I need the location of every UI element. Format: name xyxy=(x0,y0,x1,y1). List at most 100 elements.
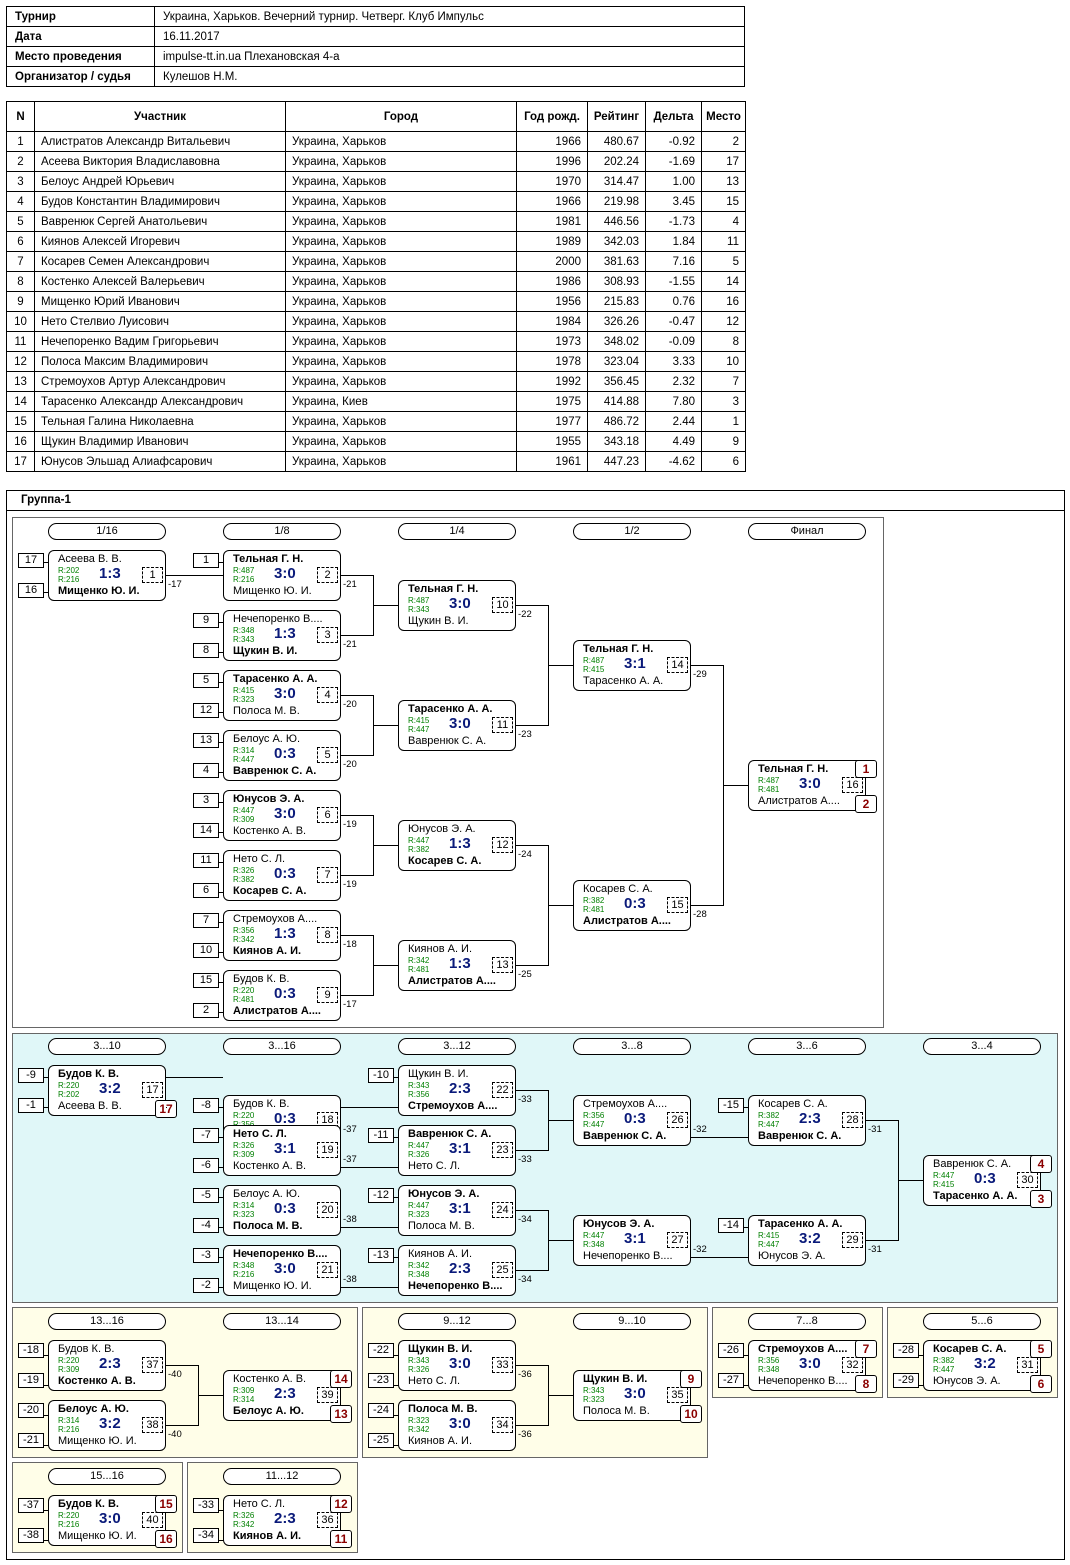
player-2-rating: R:202 xyxy=(58,1090,80,1099)
group-title: Группа-1 xyxy=(6,490,1065,511)
table-cell: Украина, Харьков xyxy=(285,231,517,252)
match-score: 1:3 xyxy=(274,925,296,942)
match-score: 3:1 xyxy=(274,1140,296,1157)
connector-line xyxy=(516,1425,549,1426)
connector-line xyxy=(919,1385,924,1386)
final-place: 15 xyxy=(155,1495,177,1513)
player-1-rating: R:202 xyxy=(58,566,80,575)
connector-line xyxy=(198,1395,223,1396)
table-cell: Тельная Галина Николаевна xyxy=(34,411,286,432)
match-score: 3:0 xyxy=(99,1510,121,1527)
final-place: 6 xyxy=(1030,1375,1052,1393)
connector-line xyxy=(166,1365,199,1366)
seed-number: -8 xyxy=(193,1098,219,1113)
info-label: Дата xyxy=(6,26,155,47)
player-2-name: Мищенко Ю. И. xyxy=(233,1280,312,1292)
loser-destination: -37 xyxy=(343,1154,357,1165)
player-1-name: Белоус А. Ю. xyxy=(233,1188,301,1200)
seed-number: 1 xyxy=(193,553,219,568)
round-label: 5...6 xyxy=(923,1313,1041,1330)
loser-destination: -34 xyxy=(518,1214,532,1225)
table-cell: 13 xyxy=(701,171,746,192)
match-number: 33 xyxy=(492,1357,513,1373)
loser-destination: -18 xyxy=(343,939,357,950)
match-number: 32 xyxy=(842,1357,863,1373)
match-score: 0:3 xyxy=(624,895,646,912)
table-cell: 446.56 xyxy=(587,211,646,232)
table-cell: Будов Константин Владимирович xyxy=(34,191,286,212)
table-cell: Украина, Харьков xyxy=(285,431,517,452)
match-number: 31 xyxy=(1017,1357,1038,1373)
connector-line xyxy=(516,1365,549,1366)
connector-line xyxy=(691,665,724,666)
table-cell: 342.03 xyxy=(587,231,646,252)
player-1-name: Косарев С. А. xyxy=(583,883,653,895)
final-place: 7 xyxy=(855,1340,877,1358)
loser-destination: -22 xyxy=(518,609,532,620)
table-cell: 1984 xyxy=(516,311,588,332)
connector-line xyxy=(219,1137,224,1138)
connector-line xyxy=(723,785,748,786)
connector-line xyxy=(219,772,224,773)
connector-line xyxy=(219,892,224,893)
seed-number: 15 xyxy=(193,973,219,988)
player-1-name: Киянов А. И. xyxy=(408,943,473,955)
round-label: 3...6 xyxy=(748,1038,866,1055)
player-2-name: Вавренюк С. А. xyxy=(408,735,487,747)
player-2-rating: R:216 xyxy=(58,575,80,584)
player-1-name: Косарев С. А. xyxy=(933,1343,1007,1355)
player-2-name: Нето С. Л. xyxy=(408,1160,461,1172)
table-cell: Украина, Харьков xyxy=(285,351,517,372)
loser-destination: -28 xyxy=(693,909,707,920)
connector-line xyxy=(394,1445,399,1446)
match-score: 0:3 xyxy=(624,1110,646,1127)
final-place: 8 xyxy=(855,1375,877,1393)
player-1-rating: R:220 xyxy=(233,1111,255,1120)
match-score: 3:0 xyxy=(799,1355,821,1372)
player-2-rating: R:348 xyxy=(583,1240,605,1249)
match-score: 3:0 xyxy=(449,715,471,732)
player-2-rating: R:356 xyxy=(233,1120,254,1129)
connector-line xyxy=(44,592,49,593)
table-cell: Украина, Харьков xyxy=(285,191,517,212)
loser-destination: -19 xyxy=(343,879,357,890)
player-1-rating: R:447 xyxy=(408,1201,430,1210)
seed-number: -1 xyxy=(18,1098,44,1113)
player-1-rating: R:382 xyxy=(933,1356,955,1365)
connector-line xyxy=(898,1180,923,1181)
connector-line xyxy=(866,1240,899,1241)
player-2-rating: R:447 xyxy=(758,1120,780,1129)
player-2-rating: R:216 xyxy=(58,1425,80,1434)
info-label: Турнир xyxy=(6,6,155,27)
match-number: 34 xyxy=(492,1417,513,1433)
player-1-name: Будов К. В. xyxy=(58,1498,119,1510)
match-score: 3:0 xyxy=(274,685,296,702)
connector-line xyxy=(44,1355,49,1356)
connector-line xyxy=(516,605,549,606)
table-cell: Украина, Харьков xyxy=(285,331,517,352)
loser-destination: -34 xyxy=(518,1274,532,1285)
table-cell: 4 xyxy=(701,211,746,232)
match-number: 19 xyxy=(317,1142,338,1158)
player-2-rating: R:343 xyxy=(233,635,255,644)
player-2-name: Нечепоренко В.... xyxy=(408,1280,503,1292)
player-1-rating: R:323 xyxy=(408,1416,430,1425)
player-2-name: Косарев С. А. xyxy=(233,885,307,897)
connector-line xyxy=(219,1257,224,1258)
connector-line xyxy=(44,1385,49,1386)
player-2-name: Щукин В. И. xyxy=(408,615,469,627)
player-2-rating: R:447 xyxy=(758,1240,780,1249)
match-score: 2:3 xyxy=(449,1080,471,1097)
match-score: 2:3 xyxy=(99,1355,121,1372)
connector-line xyxy=(341,995,374,996)
player-2-name: Полоса М. В. xyxy=(233,705,300,717)
player-1-name: Костенко А. В. xyxy=(233,1373,307,1385)
table-cell: 2 xyxy=(6,151,35,172)
seed-number: -11 xyxy=(368,1128,394,1143)
